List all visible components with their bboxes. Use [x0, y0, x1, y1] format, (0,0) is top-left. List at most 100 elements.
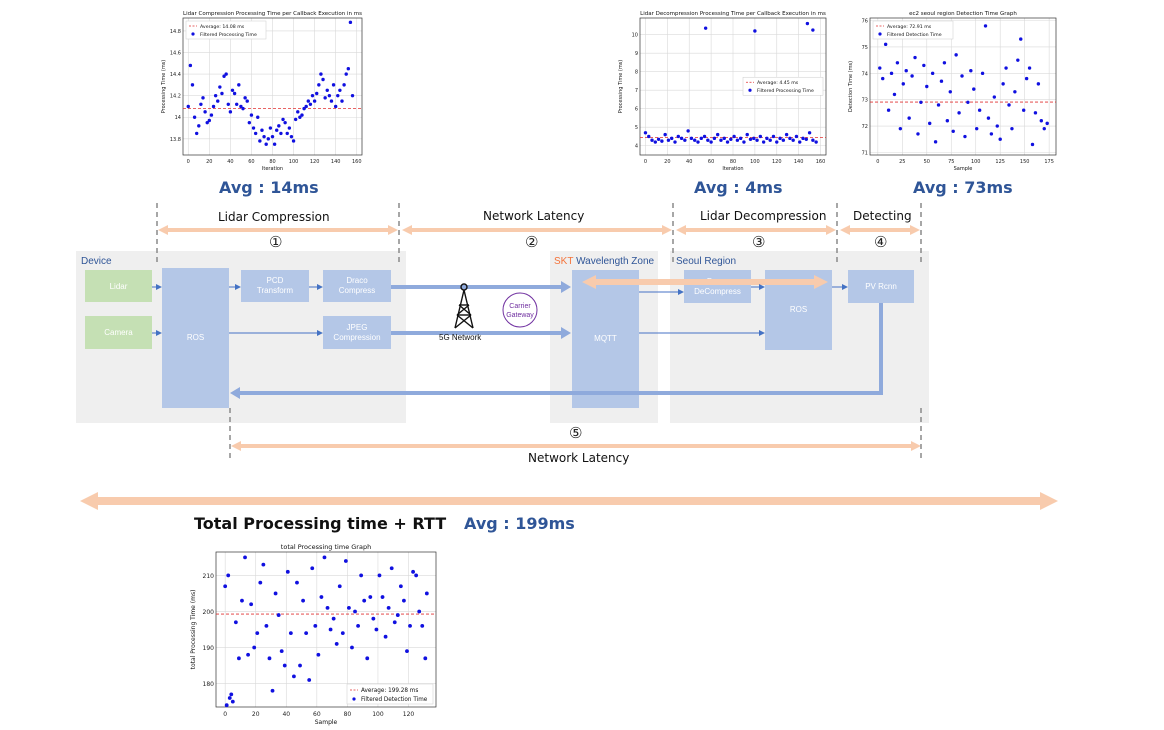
- legend-points-swatch: [191, 32, 195, 36]
- data-point: [398, 584, 403, 589]
- x-tick-label: 140: [331, 159, 341, 165]
- data-point: [249, 113, 254, 117]
- data-point: [995, 124, 999, 128]
- lidar-decompression-title: Lidar Decompression: [700, 209, 827, 223]
- data-point: [291, 139, 296, 143]
- data-point: [285, 569, 290, 574]
- total-label: Total Processing time + RTT: [194, 514, 447, 533]
- x-axis-label: Iteration: [262, 166, 283, 172]
- data-point: [706, 138, 710, 142]
- data-point: [347, 605, 351, 610]
- data-point: [275, 128, 279, 132]
- data-point: [228, 110, 233, 114]
- x-tick-label: 60: [313, 711, 321, 718]
- data-point: [230, 699, 235, 704]
- data-point: [315, 91, 319, 96]
- data-point: [321, 77, 325, 82]
- data-point: [336, 93, 340, 98]
- data-point: [267, 656, 272, 661]
- data-point: [348, 20, 353, 25]
- x-tick-label: 100: [289, 159, 299, 165]
- x-tick-label: 0: [644, 159, 647, 165]
- data-point: [252, 645, 257, 650]
- data-point: [258, 139, 262, 143]
- data-point: [310, 566, 315, 571]
- data-point: [262, 134, 266, 139]
- data-point: [230, 88, 235, 92]
- network-latency-top-title: Network Latency: [483, 209, 585, 223]
- y-tick-label: 210: [203, 573, 215, 580]
- data-point: [227, 696, 232, 700]
- y-tick-label: 74: [862, 71, 868, 77]
- data-point: [209, 113, 214, 117]
- tower-icon: [454, 283, 474, 329]
- x-tick-label: 0: [876, 159, 879, 165]
- data-point: [377, 573, 382, 578]
- data-point: [340, 99, 344, 103]
- data-point: [226, 573, 231, 578]
- step-5: ⑤: [569, 424, 583, 442]
- data-point: [380, 595, 385, 599]
- y-tick-label: 13.8: [170, 137, 181, 143]
- y-tick-label: 5: [635, 125, 638, 131]
- data-point: [245, 99, 249, 103]
- data-point: [811, 138, 815, 142]
- data-point: [256, 115, 260, 119]
- data-point: [253, 131, 258, 136]
- data-point: [886, 108, 891, 112]
- data-point: [1019, 37, 1023, 41]
- data-point: [794, 134, 799, 139]
- data-point: [258, 580, 263, 585]
- data-point: [761, 140, 766, 144]
- step-1: ①: [269, 233, 283, 251]
- seoul-zone-label: Seoul Region: [676, 256, 737, 267]
- data-point: [689, 136, 694, 141]
- data-point: [1027, 66, 1032, 70]
- y-tick-label: 73: [862, 98, 868, 104]
- data-point: [725, 140, 730, 144]
- data-point: [989, 132, 994, 136]
- data-point: [211, 104, 216, 109]
- data-point: [745, 132, 749, 137]
- data-point: [755, 138, 759, 142]
- lidar-compression-title: Lidar Compression: [218, 210, 330, 224]
- data-point: [289, 134, 294, 139]
- data-point: [405, 649, 409, 654]
- data-point: [199, 102, 203, 106]
- x-tick-label: 140: [794, 159, 804, 165]
- x-tick-label: 120: [403, 711, 415, 718]
- y-tick-label: 4: [635, 144, 638, 150]
- y-tick-label: 180: [203, 681, 215, 688]
- data-point: [980, 71, 985, 76]
- data-point: [232, 91, 237, 96]
- data-point: [319, 595, 324, 599]
- data-point: [424, 591, 429, 596]
- wavelength-zone-label: SKT Wavelength Zone: [554, 256, 654, 267]
- data-point: [919, 100, 923, 105]
- data-point: [218, 85, 222, 89]
- plot-title: Lidar Decompression Processing Time per …: [640, 11, 826, 17]
- data-point: [350, 93, 355, 98]
- data-point: [768, 138, 772, 142]
- y-tick-label: 9: [635, 51, 638, 57]
- wavelength-label: Wavelength Zone: [576, 256, 655, 267]
- data-point: [264, 623, 269, 628]
- data-point: [310, 93, 315, 98]
- data-point: [775, 140, 779, 144]
- x-tick-label: 60: [708, 159, 714, 165]
- detecting-title: Detecting: [853, 209, 912, 223]
- data-point: [933, 140, 938, 144]
- step-3: ③: [752, 233, 766, 251]
- data-point: [904, 68, 908, 73]
- data-point: [374, 627, 379, 632]
- ros-device-box: ROS: [162, 268, 229, 408]
- y-tick-label: 200: [203, 609, 215, 616]
- data-point: [282, 663, 287, 668]
- data-point: [325, 88, 329, 92]
- x-tick-label: 20: [252, 711, 260, 718]
- data-point: [261, 562, 266, 567]
- data-point: [765, 136, 769, 141]
